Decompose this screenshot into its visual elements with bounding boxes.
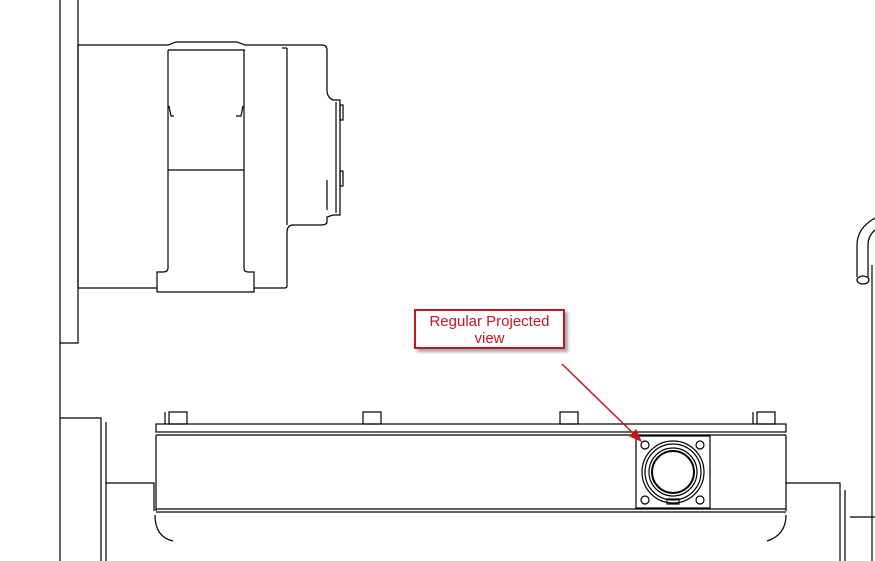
bolt [168,411,188,425]
callout-line-2: view [474,330,505,347]
bolt [559,411,579,425]
connector-flange [635,435,711,509]
bolt [756,411,776,425]
right-frame [850,217,875,561]
callout-line-1: Regular Projected [429,313,550,330]
bolt [362,411,382,425]
callout-arrow [561,363,643,443]
callout-label: Regular Projected view [414,309,565,349]
motor-upper-view [77,41,344,293]
housing-bar [155,411,846,561]
